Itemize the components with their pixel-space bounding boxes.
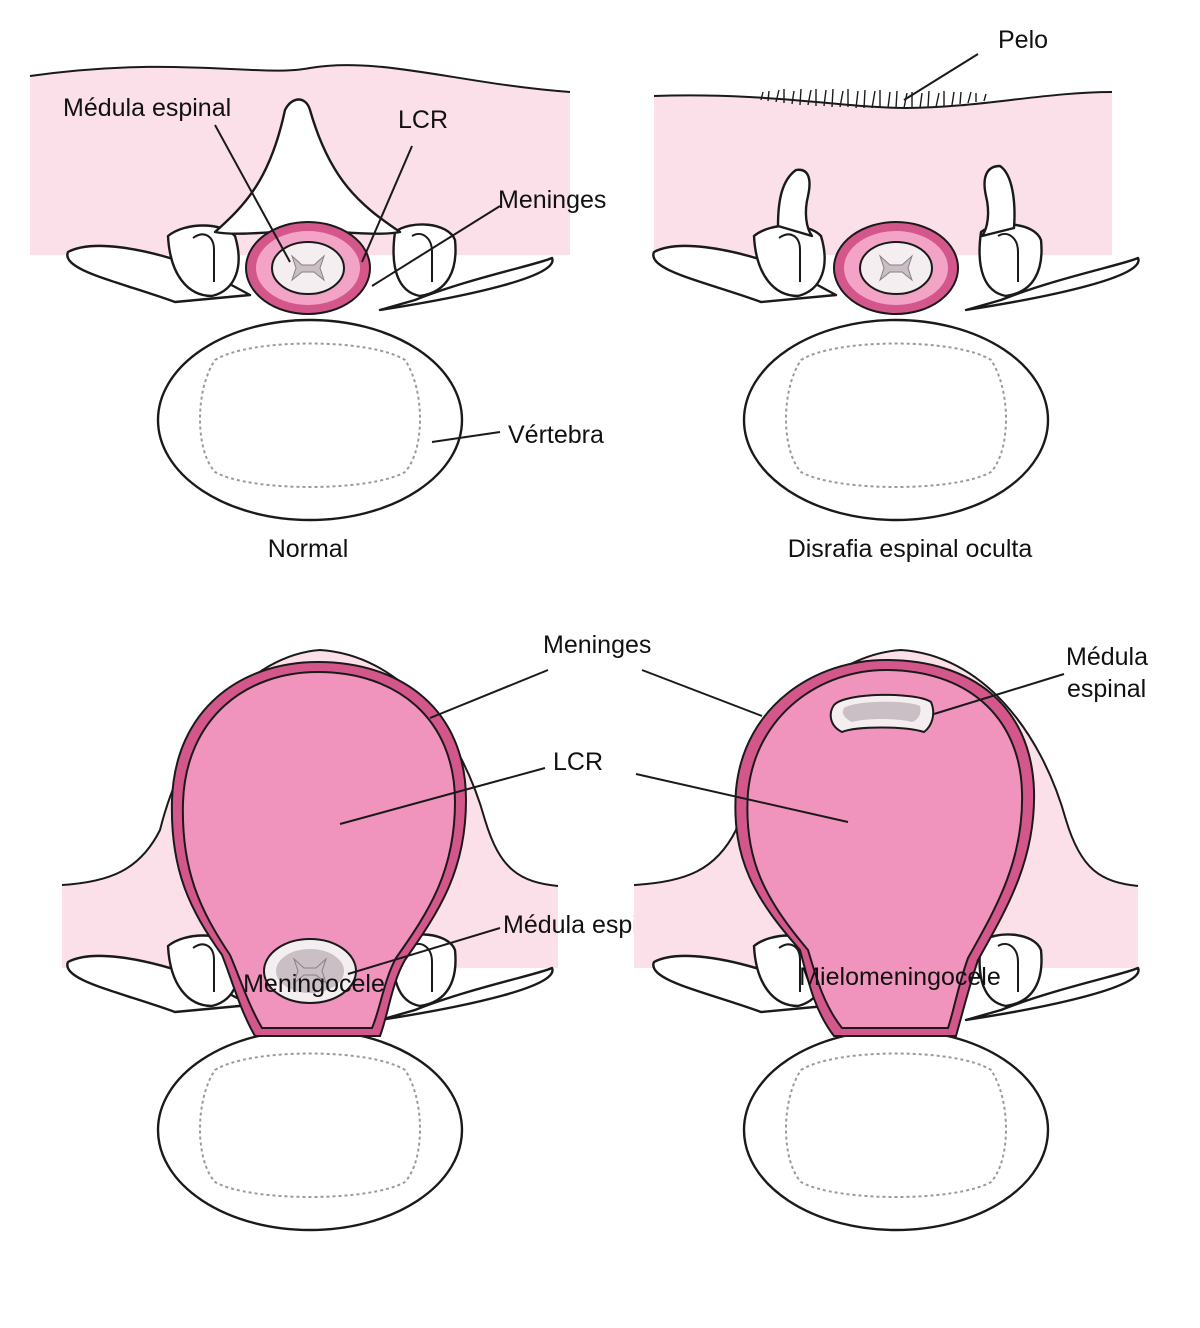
skin-line <box>29 64 571 93</box>
leader-spinal-cord <box>347 927 501 975</box>
leader-spinal-cord <box>933 673 1065 715</box>
label-meninges: Meninges <box>498 186 606 214</box>
skin-line <box>653 91 1113 110</box>
spinal-cord-gray-matter <box>878 254 914 282</box>
leader-csf <box>361 145 413 263</box>
panel-myelomeningocele: Médula espinal <box>633 643 1148 1232</box>
label-spinal-cord-line2: espinal <box>1067 675 1146 703</box>
panel-occulta: Pelo Disrafia espinal oculta <box>652 26 1140 563</box>
lamina-left <box>776 168 814 238</box>
leader-csf <box>339 767 546 825</box>
leader-meninges <box>641 669 763 717</box>
leader-vertebra <box>431 431 501 443</box>
leader-meninges <box>429 669 549 719</box>
spinal-cord-gray-matter <box>290 254 326 282</box>
label-vertebra: Vértebra <box>508 421 604 449</box>
skin-line <box>633 648 1139 887</box>
lamina-right <box>980 164 1016 238</box>
label-hair: Pelo <box>998 26 1048 54</box>
caption-normal: Normal <box>268 535 349 563</box>
label-spinal-cord-line1: Médula <box>1066 643 1148 671</box>
panel-meningocele: Meninges LCR Médula espinal <box>61 631 671 1232</box>
leader-meninges <box>371 205 501 287</box>
leader-spinal-cord <box>214 124 291 263</box>
label-spinal-cord: Médula espinal <box>63 94 231 122</box>
skin-line <box>61 648 559 887</box>
csf <box>746 668 1024 1029</box>
panel-normal: Médula espinal LCR Meninges Vértebra Nor… <box>29 64 606 563</box>
label-meninges: Meninges <box>543 631 651 659</box>
label-csf: LCR <box>398 106 448 134</box>
leader-hair <box>903 53 979 101</box>
caption-occulta: Disrafia espinal oculta <box>788 535 1033 563</box>
leader-csf <box>635 773 849 823</box>
caption-myelomeningocele: Mielomeningocele <box>799 963 1001 991</box>
label-csf: LCR <box>553 748 603 776</box>
csf <box>181 670 457 1029</box>
hair-tuft <box>760 88 987 109</box>
spinal-cord-gray-matter <box>292 957 328 985</box>
spinal-cord-inner <box>842 701 921 722</box>
caption-meningocele: Meningocele <box>243 970 385 998</box>
